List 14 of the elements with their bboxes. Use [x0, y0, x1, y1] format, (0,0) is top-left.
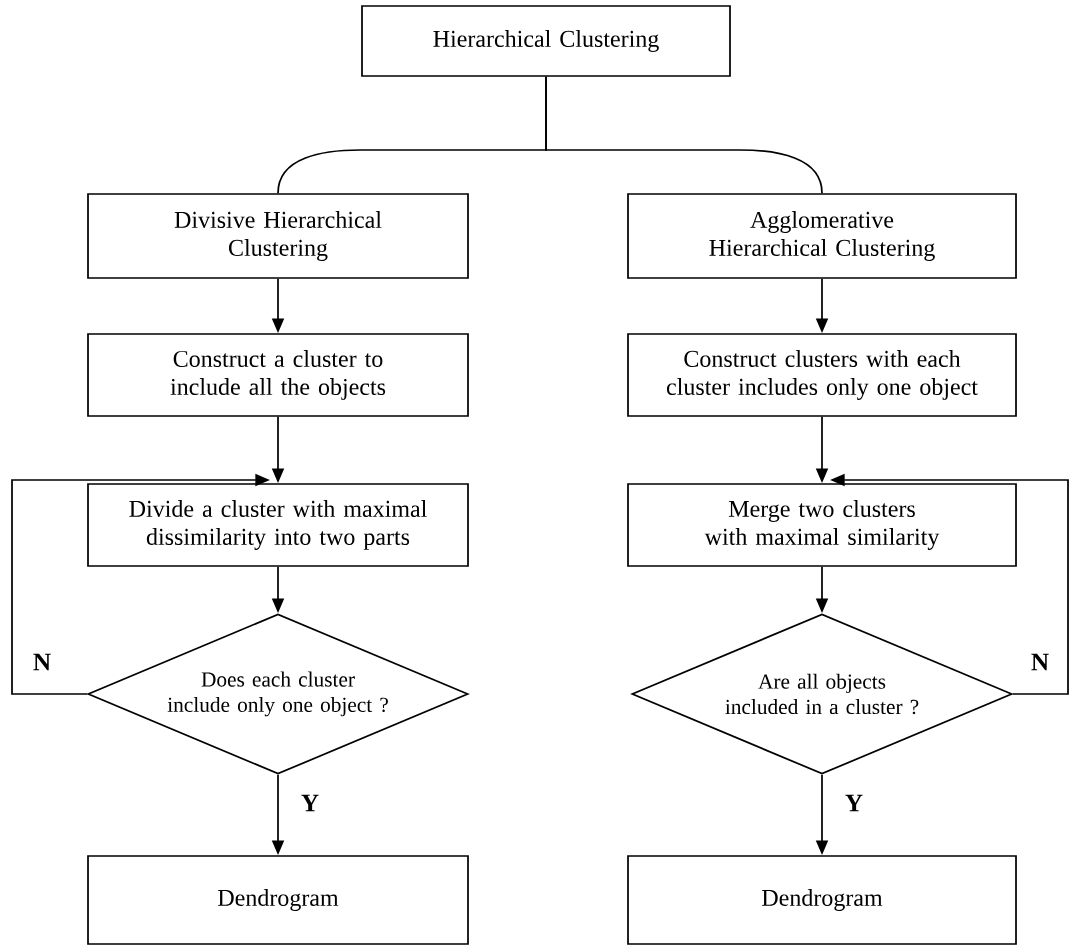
connector-line [545, 76, 823, 194]
process-box: Dendrogram [87, 855, 469, 945]
process-box: Divide a cluster with maximal dissimilarity into two parts [87, 483, 469, 567]
process-box: Dendrogram [627, 855, 1017, 945]
process-box: Construct clusters with each cluster includes only one object [627, 333, 1017, 417]
process-box: Divisive Hierarchical Clustering [87, 193, 469, 279]
process-box: Hierarchical Clustering [361, 5, 731, 77]
process-box: Construct a cluster to include all the objects [87, 333, 469, 417]
process-box: Agglomerative Hierarchical Clustering [627, 193, 1017, 279]
edge-label: Y [299, 793, 321, 813]
edge-label: Y [843, 793, 865, 813]
edge-label: N [31, 652, 53, 672]
process-box: Merge two clusters with maximal similarity [627, 483, 1017, 567]
edge-label: N [1029, 652, 1051, 672]
